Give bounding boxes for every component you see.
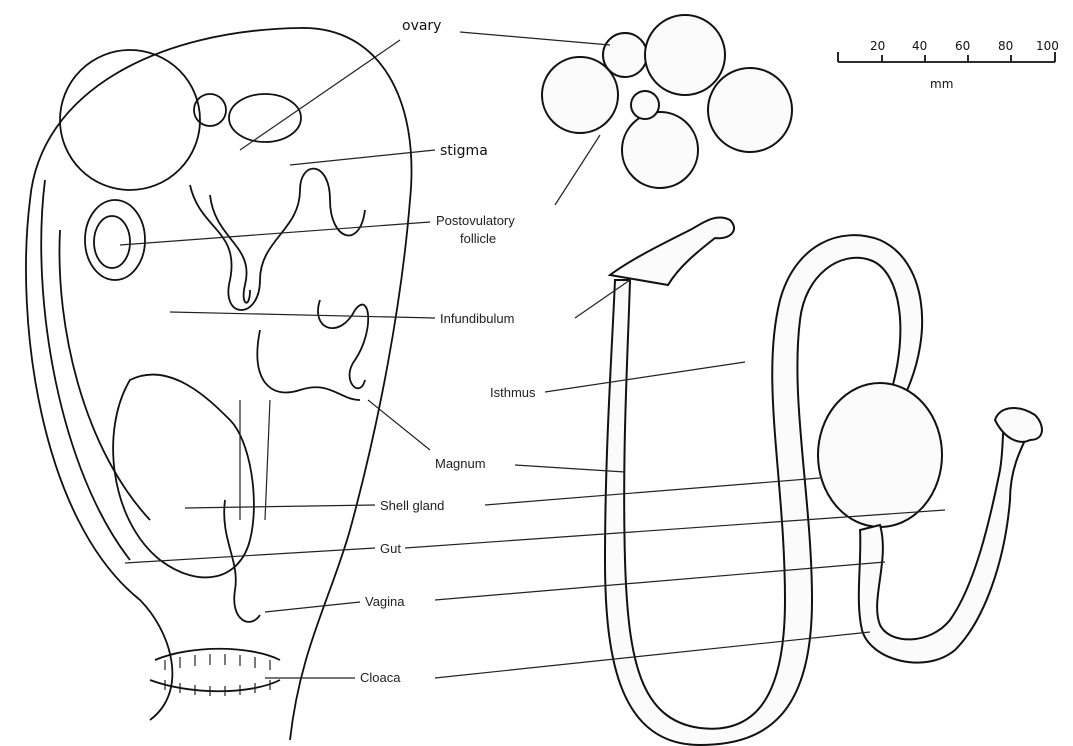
scale-tick-100: 100	[1036, 39, 1059, 53]
scale-tick-40: 40	[912, 39, 927, 53]
isolated-oviduct-drawing	[605, 217, 1042, 745]
label-shell-gland: Shell gland	[380, 498, 444, 513]
scale-bar: 20 40 60 80 100 mm	[838, 39, 1059, 91]
scale-tick-60: 60	[955, 39, 970, 53]
scale-tick-80: 80	[998, 39, 1013, 53]
label-infundibulum: Infundibulum	[440, 311, 514, 326]
scale-unit: mm	[930, 77, 953, 91]
isolated-ovary-drawing	[542, 15, 792, 188]
label-gut: Gut	[380, 541, 401, 556]
label-stigma: stigma	[440, 143, 488, 159]
label-ovary: ovary	[402, 18, 441, 34]
label-magnum: Magnum	[435, 456, 486, 471]
label-isthmus: Isthmus	[490, 385, 536, 400]
leader-lines	[120, 32, 945, 678]
scale-tick-20: 20	[870, 39, 885, 53]
label-vagina: Vagina	[365, 594, 405, 609]
label-cloaca: Cloaca	[360, 670, 401, 685]
label-postovulatory: Postovulatory	[436, 213, 515, 228]
label-follicle: follicle	[460, 231, 496, 246]
body-in-situ-drawing	[26, 28, 412, 740]
